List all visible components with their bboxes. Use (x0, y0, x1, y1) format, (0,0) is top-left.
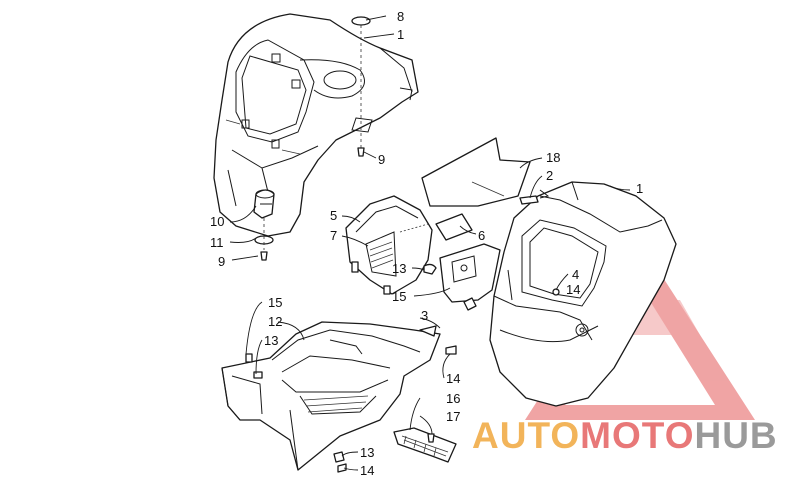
leader-lines (229, 15, 631, 471)
watermark-part-hub: HUB (694, 415, 777, 456)
callout-13-footwell: 13 (264, 333, 278, 348)
callout-9-lower: 9 (218, 254, 225, 269)
front-fender (489, 181, 677, 407)
decal-part-6 (435, 213, 473, 241)
clip-part-2 (519, 195, 539, 205)
watermark-part-moto: MOTO (580, 415, 694, 456)
svg-text:AUTOMOTOHUB: AUTOMOTOHUB (472, 415, 778, 456)
callout-4: 4 (572, 267, 579, 282)
callout-12: 12 (268, 314, 282, 329)
access-panel-part-5 (345, 195, 433, 295)
callout-14-side: 14 (446, 371, 460, 386)
watermark-part-auto: AUTO (472, 415, 580, 456)
callout-13-bracket: 13 (392, 261, 406, 276)
callout-14-fender: 14 (566, 282, 580, 297)
callout-13-bottom: 13 (360, 445, 374, 460)
rivet-part-4 (552, 288, 560, 296)
screw-part-9-upper (357, 147, 365, 157)
callout-5: 5 (330, 208, 337, 223)
callout-labels: 8 1 9 10 11 9 18 2 1 5 7 6 13 15 4 14 3 … (210, 9, 643, 478)
callout-3: 3 (421, 308, 428, 323)
callout-6: 6 (478, 228, 485, 243)
footrest-rail-part-16 (393, 427, 457, 463)
callout-14-bottom: 14 (360, 463, 374, 478)
heat-shield-part-18 (421, 137, 531, 207)
watermark-text: AUTOMOTOHUB (472, 415, 778, 456)
rear-fender (213, 13, 419, 237)
footwell-part-12 (221, 321, 441, 471)
callout-7: 7 (330, 228, 337, 243)
mud-flap-mount-parts (253, 189, 275, 261)
callout-15-footwell: 15 (268, 295, 282, 310)
callout-9-upper: 9 (378, 152, 385, 167)
grommet-part-8 (351, 16, 371, 152)
callout-17: 17 (446, 409, 460, 424)
callout-2: 2 (546, 168, 553, 183)
callout-15-bracket: 15 (392, 289, 406, 304)
callout-10: 10 (210, 214, 224, 229)
callout-1-front-fender: 1 (636, 181, 643, 196)
callout-8: 8 (397, 9, 404, 24)
callout-1-rear-fender: 1 (397, 27, 404, 42)
fasteners-lower (333, 345, 457, 473)
callout-18: 18 (546, 150, 560, 165)
callout-16: 16 (446, 391, 460, 406)
callout-11: 11 (210, 235, 224, 250)
bracket-part (423, 243, 501, 311)
